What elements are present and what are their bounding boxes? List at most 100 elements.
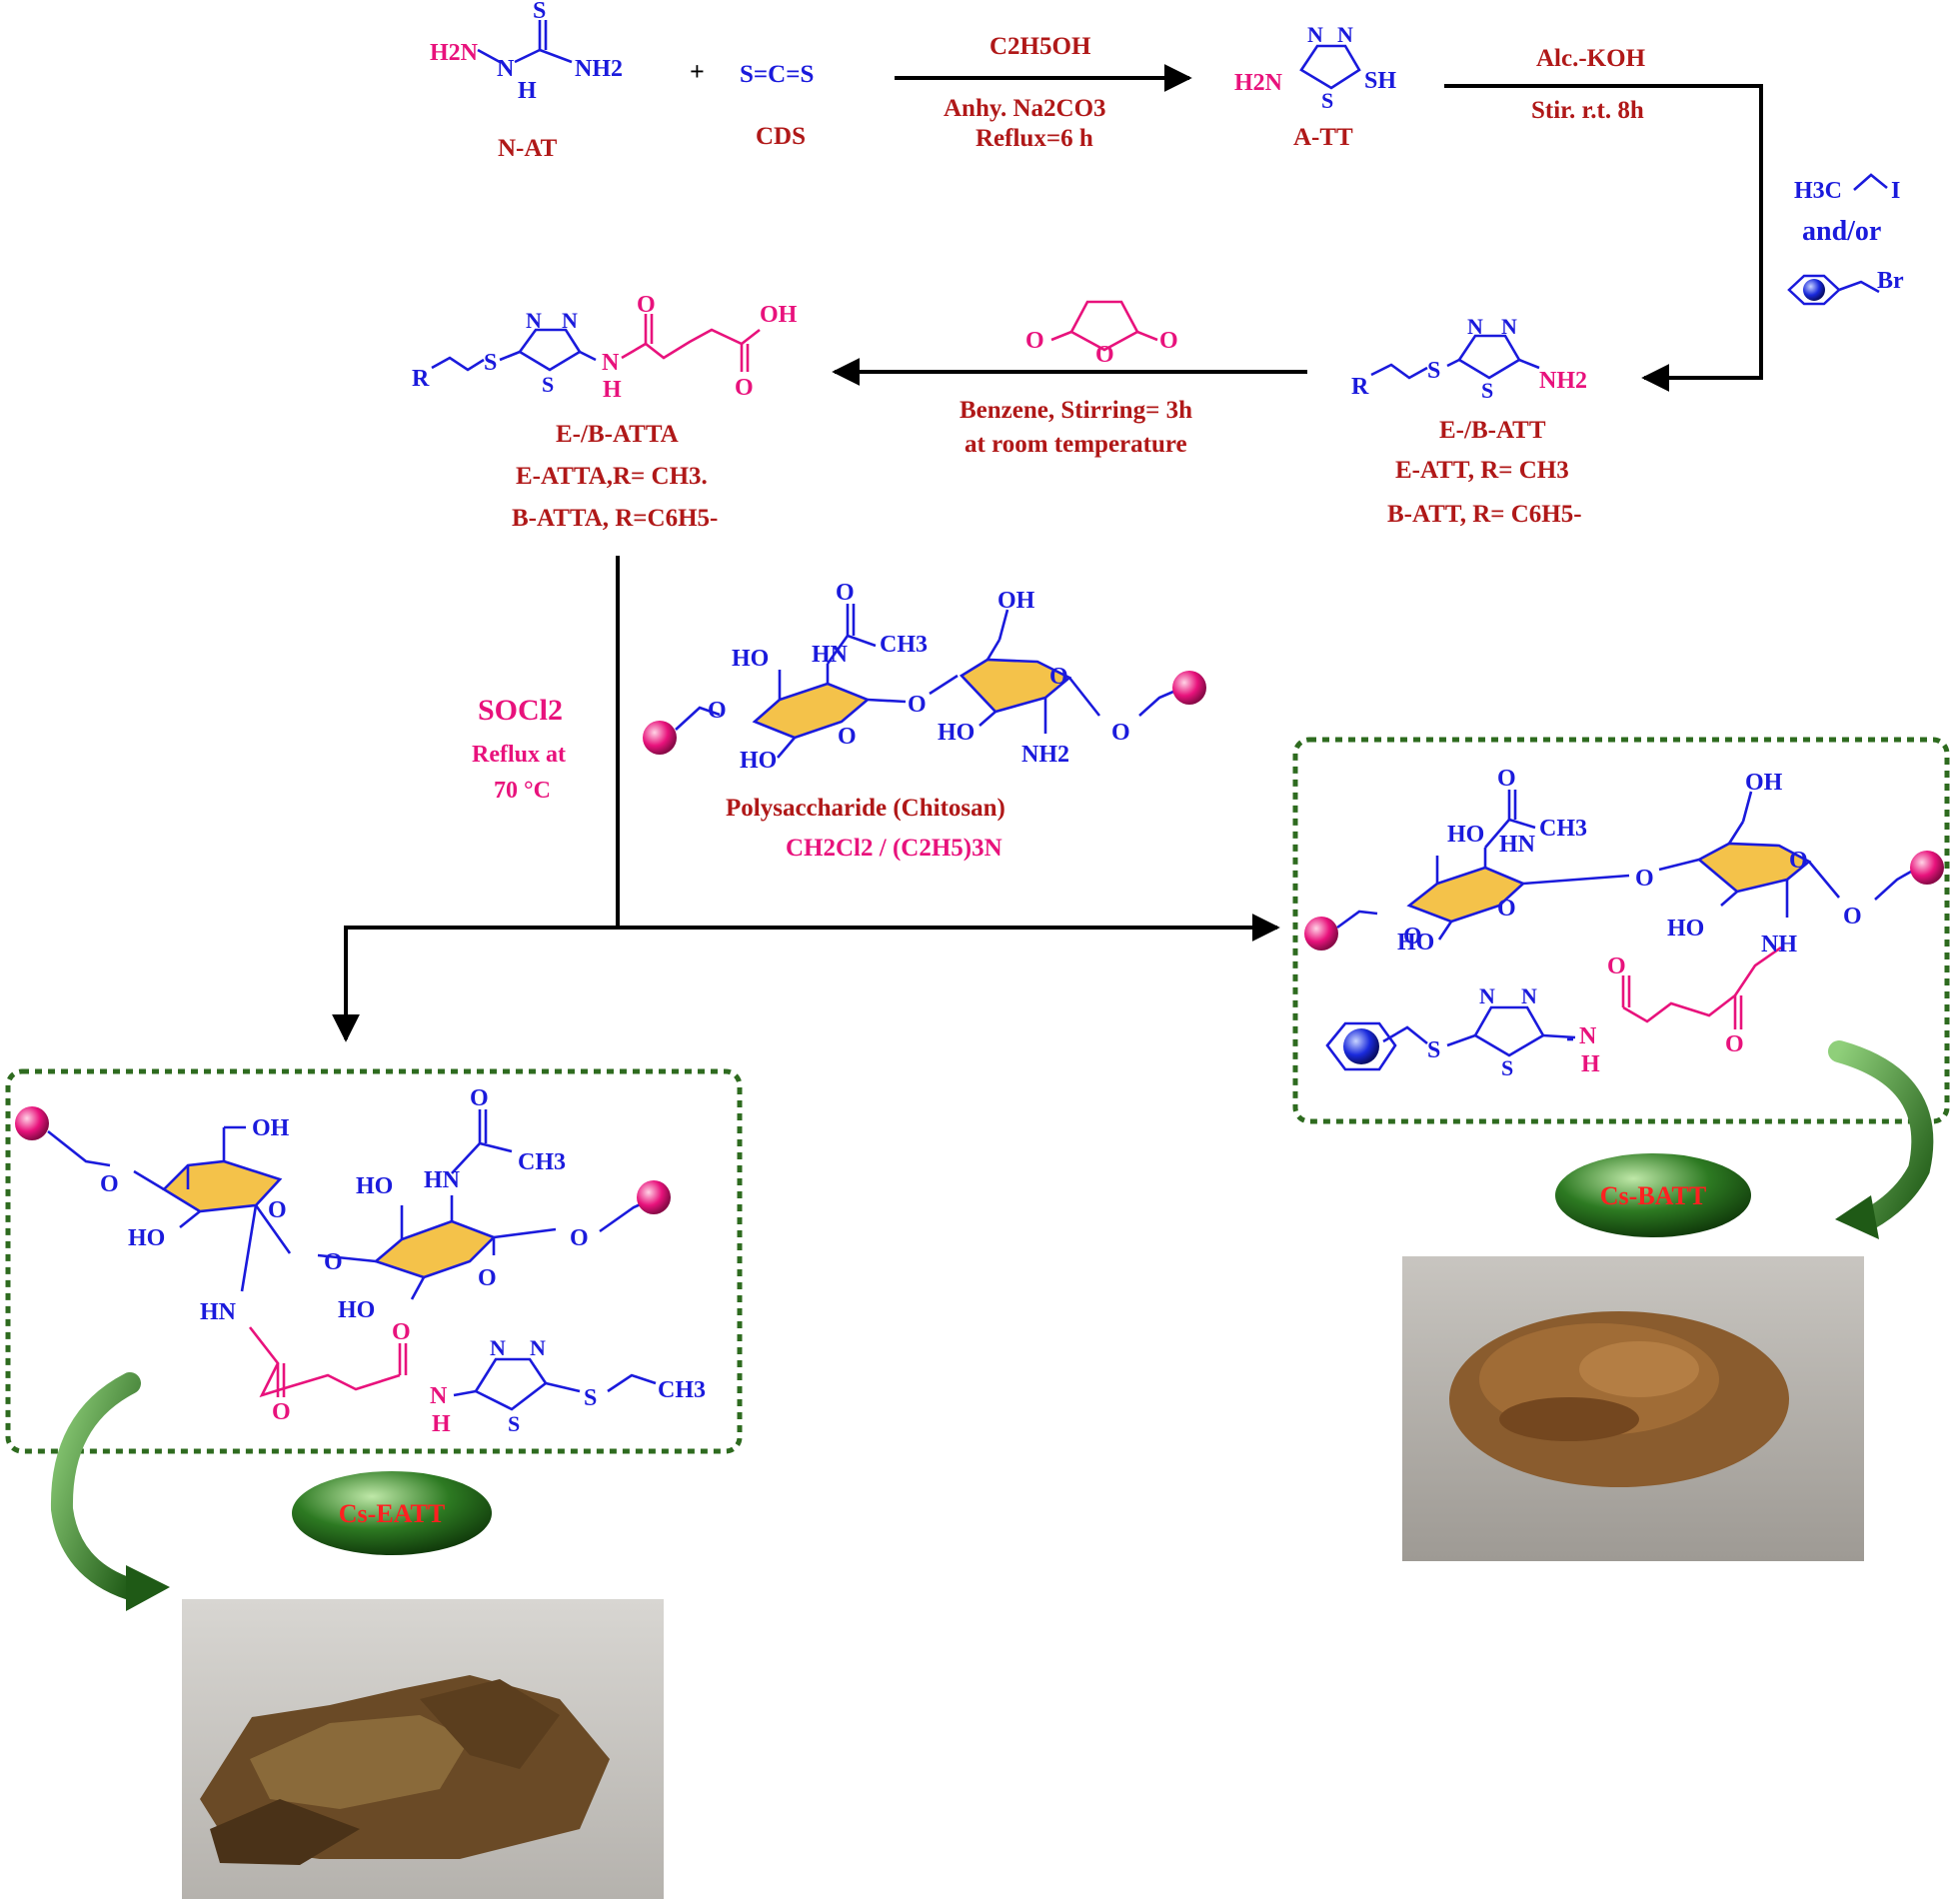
- cs-batt-ring-n-1: N: [1479, 983, 1495, 1008]
- anhydride-o-left: O: [1025, 328, 1044, 354]
- chitosan-acetyl-o: O: [836, 580, 855, 606]
- step1-solvent: C2H5OH: [989, 33, 1091, 60]
- cs-batt-amide-h: H: [1581, 1051, 1600, 1077]
- chitosan-o-right: O: [1111, 720, 1130, 746]
- green-arrow-left: [50, 1372, 141, 1600]
- cs-eatt-oh: OH: [252, 1115, 290, 1141]
- cs-batt-amide-o-1: O: [1607, 953, 1626, 979]
- cs-eatt-thioether-s: S: [584, 1385, 597, 1411]
- blue-ball-icon: [1803, 279, 1825, 301]
- green-arrowhead-right: [1835, 1195, 1879, 1239]
- cds-label: CDS: [756, 123, 806, 150]
- benzyl-br: Br: [1877, 268, 1904, 294]
- e-b-atta-structure: R S N N S N H O O OH: [412, 292, 798, 403]
- cs-eatt-ring-o-1: O: [268, 1197, 287, 1223]
- chitosan-ho-1: HO: [732, 646, 769, 672]
- n-at-s: S: [533, 0, 546, 24]
- cs-batt-ho-1: HO: [1447, 822, 1484, 848]
- cs-batt-amide-n: N: [1579, 1023, 1597, 1049]
- cs-eatt-ring-s: S: [508, 1411, 520, 1436]
- e-b-att-ring-s: S: [1481, 378, 1493, 403]
- a-tt-sh: SH: [1364, 68, 1396, 94]
- n-at-h2n: H2N: [430, 40, 479, 66]
- cs-batt-thioether-s: S: [1427, 1037, 1440, 1063]
- cs-eatt-o-left: O: [100, 1171, 119, 1197]
- cs-eatt-ring-n-1: N: [490, 1335, 506, 1360]
- a-tt-structure: H2N N N S SH: [1234, 22, 1396, 113]
- e-b-atta-ring-s: S: [542, 372, 554, 397]
- chitosan-oh: OH: [997, 588, 1035, 614]
- benzyl-bromide: Br: [1787, 268, 1904, 306]
- cs-eatt-ring-o-2: O: [478, 1265, 497, 1291]
- cs-eatt-ho-3: HO: [338, 1297, 375, 1323]
- cs-batt-ch3: CH3: [1539, 816, 1587, 842]
- n-at-nh: N: [497, 56, 515, 82]
- cs-eatt-acetyl-o: O: [470, 1085, 489, 1111]
- cs-batt-ring-n-2: N: [1521, 983, 1537, 1008]
- a-tt-n1: N: [1307, 22, 1323, 47]
- cs-eatt-amide-o-1: O: [272, 1399, 291, 1425]
- step1-base: Anhy. Na2CO3: [944, 95, 1106, 122]
- cs-batt-oh: OH: [1745, 770, 1783, 796]
- chitosan-solvent: CH2Cl2 / (C2H5)3N: [786, 835, 1002, 862]
- cs-batt-ring-s: S: [1501, 1055, 1513, 1080]
- cs-eatt-amide-o-2: O: [392, 1319, 411, 1345]
- chitosan-o-left: O: [708, 698, 727, 724]
- arrow-to-cs-eatt: [332, 926, 618, 1042]
- a-tt-s: S: [1321, 88, 1333, 113]
- plus-sign: +: [690, 57, 705, 86]
- step1-condition: Reflux=6 h: [976, 125, 1093, 152]
- n-at-h: H: [518, 78, 537, 104]
- cs-eatt-ring-n-2: N: [530, 1335, 546, 1360]
- e-b-atta-n2: N: [562, 308, 578, 333]
- e-b-att-r: R: [1351, 374, 1369, 400]
- e-b-atta-r: R: [412, 366, 430, 392]
- green-arrow-right: [1828, 1040, 1934, 1230]
- cs-batt-glyco-o: O: [1635, 866, 1654, 892]
- e-b-att-n2: N: [1501, 314, 1517, 339]
- n-at-structure: H2N N H S NH2: [430, 0, 623, 104]
- cs-eatt-glyco-o: O: [324, 1249, 343, 1275]
- b-att-definition: B-ATT, R= C6H5-: [1387, 501, 1582, 528]
- e-b-atta-n1: N: [526, 308, 542, 333]
- benzyl-ball-icon: [1343, 1028, 1379, 1064]
- step3-solvent: Benzene, Stirring= 3h: [960, 397, 1192, 424]
- cs-batt-ring-o-2: O: [1789, 848, 1808, 874]
- succinic-anhydride: O O O: [1025, 300, 1178, 368]
- cs-batt-badge: [1555, 1153, 1751, 1237]
- chitosan-ho-2: HO: [740, 748, 777, 774]
- cs-batt-hn: HN: [1499, 832, 1536, 858]
- cds-formula: S=C=S: [740, 61, 814, 88]
- n-at-nh2: NH2: [575, 56, 623, 82]
- e-b-atta-h: H: [603, 377, 622, 403]
- cs-batt-box: [1292, 737, 1950, 1124]
- cs-batt-amide-o-2: O: [1725, 1031, 1744, 1057]
- cs-batt-nh: NH: [1761, 932, 1797, 957]
- cs-eatt-hn-2: HN: [424, 1167, 461, 1193]
- cs-batt-photo: [1402, 1256, 1864, 1561]
- and-or-text: and/or: [1802, 216, 1881, 247]
- e-b-atta-oh: OH: [760, 302, 798, 328]
- step4-condition-2: 70 °C: [494, 778, 551, 804]
- chitosan-glyco-o: O: [908, 692, 927, 718]
- cs-batt-structure: O HO HN O CH3 HO O O OH O HO O NH O O N …: [1304, 766, 1944, 1080]
- step2-condition: Stir. r.t. 8h: [1531, 97, 1644, 124]
- cs-eatt-amide-n: N: [430, 1383, 448, 1409]
- chitosan-ho-3: HO: [938, 720, 975, 746]
- cs-batt-acetyl-o: O: [1497, 766, 1516, 792]
- step4-reagent: SOCl2: [478, 694, 563, 727]
- chitosan-hn: HN: [812, 642, 849, 668]
- e-atta-definition: E-ATTA,R= CH3.: [516, 463, 708, 490]
- chitosan-ring-o-2: O: [1049, 664, 1068, 690]
- cs-eatt-amide-h: H: [432, 1411, 451, 1437]
- cs-batt-ring-o-1: O: [1497, 896, 1516, 922]
- e-b-att-structure: R S N N S NH2: [1351, 314, 1587, 403]
- cs-eatt-hn-1: HN: [200, 1299, 237, 1325]
- step2-reagent: Alc.-KOH: [1536, 45, 1646, 72]
- arrow-step2: [1444, 84, 1763, 392]
- anhydride-o-right: O: [1159, 328, 1178, 354]
- e-b-atta-o-top: O: [637, 292, 656, 318]
- a-tt-label: A-TT: [1293, 124, 1353, 151]
- cs-batt-ho-2: HO: [1397, 930, 1434, 955]
- cs-eatt-structure: O OH HO O O HN HO HN O CH3 HO O O O O N …: [15, 1085, 706, 1437]
